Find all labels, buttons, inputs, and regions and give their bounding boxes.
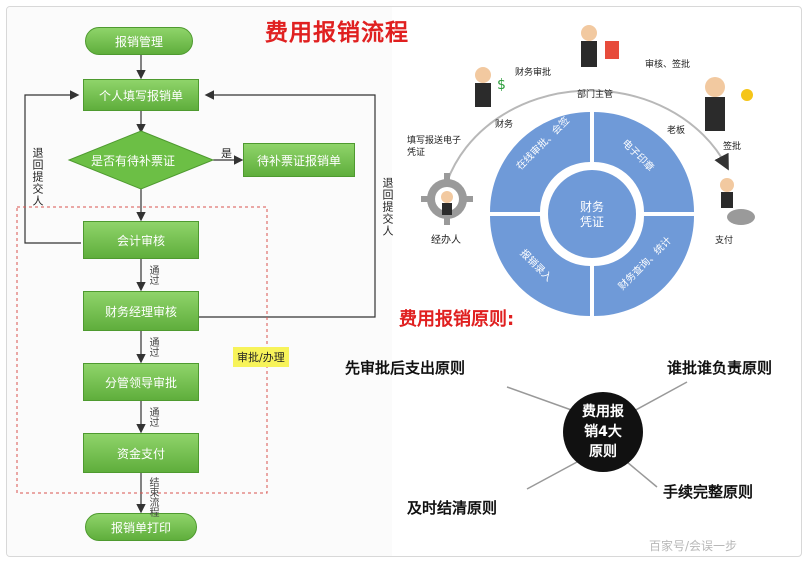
role-finance: 财务 <box>495 120 514 130</box>
cycle-wheel <box>490 112 694 316</box>
cycle-center-label: 财务凭证 <box>579 200 604 229</box>
flow-accounting-node: 会计审核 <box>83 221 199 259</box>
principle-complete-procedure: 手续完整原则 <box>663 483 754 501</box>
settle-label: 结束流程 <box>147 477 158 517</box>
page-title: 费用报销流程 <box>265 20 409 46</box>
watermark: 百家号/会误一步 <box>649 539 738 553</box>
role-boss: 老板 <box>667 126 686 136</box>
step-finance-review: 财务审批 <box>515 68 552 78</box>
people-figures: $ <box>441 25 755 225</box>
person-icon <box>441 191 453 215</box>
flow-division-head-node: 分管领导审批 <box>83 363 199 401</box>
hub-line-3: 原则 <box>589 444 617 460</box>
flow-payment-node: 资金支付 <box>83 433 199 473</box>
role-dept-head: 部门主管 <box>577 90 614 100</box>
hub-line-1: 费用报 <box>582 404 624 420</box>
person-icon <box>705 77 753 131</box>
svg-text:$: $ <box>497 77 506 93</box>
step-submit: 填写报送电子凭证 <box>407 136 462 158</box>
principle-timely-settle: 及时结清原则 <box>407 499 498 517</box>
flow-start-node: 报销管理 <box>85 27 193 55</box>
principles-heading: 费用报销原则: <box>399 309 515 330</box>
pass-label-3: 通过 <box>147 407 158 427</box>
hub-line-2: 销4大 <box>584 424 622 440</box>
diagram-frame: 费用报销流程 报销管理 个人填写报销单 是否有待补票证 是 待补票证报销单 会计… <box>6 6 802 557</box>
flow-decision-label: 是否有待补票证 <box>91 154 176 168</box>
approval-tag: 审批/办理 <box>233 347 289 367</box>
flow-finance-manager-node: 财务经理审核 <box>83 291 199 331</box>
flow-print-node: 报销单打印 <box>85 513 197 541</box>
flow-yes-label: 是 <box>221 147 232 160</box>
principles-hub: 费用报 销4大 原则 <box>563 392 643 472</box>
role-pay: 支付 <box>715 236 734 246</box>
step-review-sign: 审核、签批 <box>645 60 691 70</box>
return-left-label: 退回提交人 <box>31 147 44 207</box>
role-handler: 经办人 <box>431 235 461 246</box>
flow-fill-form-node: 个人填写报销单 <box>83 79 199 111</box>
person-icon <box>720 178 755 225</box>
step-sign: 签批 <box>723 142 742 152</box>
person-icon <box>581 25 619 67</box>
decision-diamond <box>67 130 215 190</box>
return-right-label: 退回提交人 <box>381 177 394 237</box>
principle-accountability: 谁批谁负责原则 <box>667 359 773 377</box>
principle-approve-first: 先审批后支出原则 <box>345 359 466 377</box>
flow-supplement-node: 待补票证报销单 <box>243 143 355 177</box>
pass-label-1: 通过 <box>147 265 158 285</box>
person-icon: $ <box>475 67 506 107</box>
pass-label-2: 通过 <box>147 337 158 357</box>
connector-layer <box>16 53 729 514</box>
